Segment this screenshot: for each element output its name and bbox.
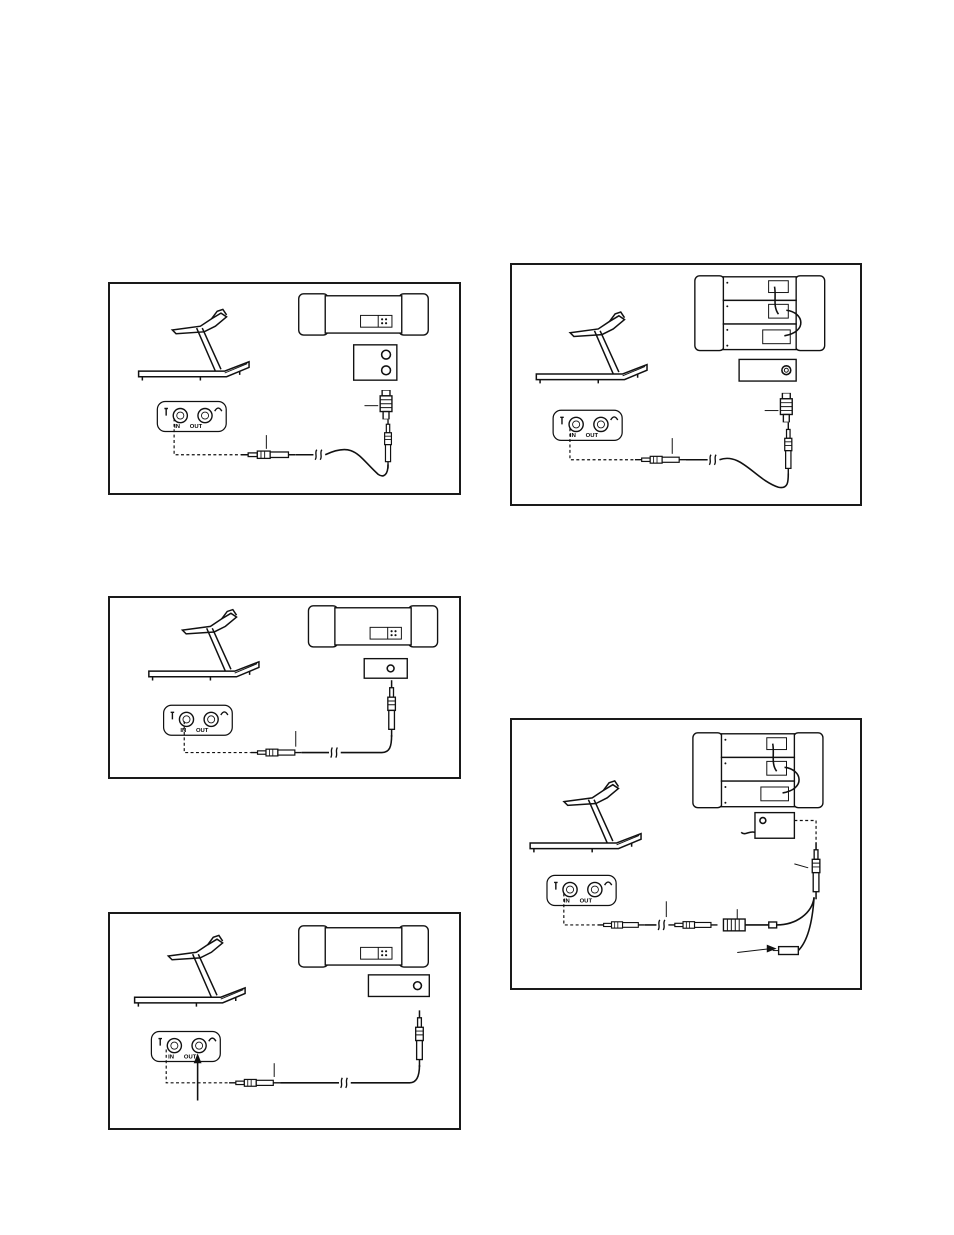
treadmill-illustration xyxy=(139,309,249,380)
cable-break-icon xyxy=(341,1078,348,1088)
connection-diagram-2: IN OUT xyxy=(108,596,461,779)
diagram-2-drawing: IN OUT xyxy=(110,598,459,777)
diagram-3-drawing: IN OUT xyxy=(110,914,459,1128)
cable-break-icon xyxy=(658,920,665,930)
component-stereo xyxy=(695,276,825,351)
audio-plug-right xyxy=(785,422,792,475)
diagram-5-drawing: IN OUT xyxy=(512,720,860,988)
audio-plug-left xyxy=(229,1079,280,1086)
rca-plug-bottom xyxy=(779,947,799,955)
audio-plug-right xyxy=(388,680,396,737)
cable-break-icon xyxy=(331,748,338,758)
diagram-4-drawing: IN OUT xyxy=(512,265,860,504)
connection-diagram-1: IN OUT xyxy=(108,282,461,495)
jack-out-label: OUT xyxy=(586,433,599,439)
connection-diagram-3: IN OUT xyxy=(108,912,461,1130)
treadmill-illustration xyxy=(536,312,647,383)
rca-adapter xyxy=(380,390,392,419)
line-out-jack-closeup xyxy=(364,659,407,679)
jack-in-label: IN xyxy=(168,1054,174,1060)
diagram-1-drawing: IN OUT xyxy=(110,284,459,493)
treadmill-illustration xyxy=(135,935,245,1006)
jack-in-label: IN xyxy=(570,433,576,439)
jack-out-label: OUT xyxy=(196,728,209,734)
line-out-jack-closeup xyxy=(755,813,794,839)
boombox-stereo xyxy=(299,294,429,335)
audio-plug-right xyxy=(416,1010,424,1067)
jack-in-label: IN xyxy=(180,728,186,734)
short-cable-icon xyxy=(741,832,755,834)
cable-break-icon xyxy=(315,450,322,460)
jack-in-label: IN xyxy=(174,424,180,430)
connection-diagram-5: IN OUT xyxy=(510,718,862,990)
rca-jack-closeup xyxy=(354,345,397,380)
rca-plug-top xyxy=(812,842,820,899)
boombox-stereo xyxy=(299,926,429,967)
boombox-stereo xyxy=(308,606,437,647)
splitter-adapter xyxy=(723,919,745,931)
treadmill-illustration xyxy=(149,610,259,681)
audio-plug-left xyxy=(635,456,686,463)
audio-plug-left xyxy=(597,922,644,928)
jack-out-label: OUT xyxy=(184,1054,197,1060)
jack-out-label: OUT xyxy=(190,424,203,430)
pointer-arrow-line xyxy=(737,949,771,953)
component-stereo xyxy=(693,733,823,808)
line-out-jack-closeup xyxy=(368,975,429,997)
connection-dashed-line-top xyxy=(794,821,816,843)
arrow-head-icon xyxy=(767,945,777,953)
audio-plug-left xyxy=(251,749,302,756)
connection-diagram-4: IN OUT xyxy=(510,263,862,506)
audio-plug-right xyxy=(385,417,392,468)
audio-plug-left xyxy=(241,451,296,458)
extension-plug xyxy=(668,922,717,929)
line-out-jack-closeup xyxy=(739,359,796,381)
rca-callout-line xyxy=(794,864,808,868)
cable-break-icon xyxy=(709,455,716,465)
treadmill-illustration xyxy=(530,781,641,852)
jack-in-label: IN xyxy=(564,898,570,904)
rca-adapter xyxy=(780,393,792,423)
jack-out-label: OUT xyxy=(580,898,593,904)
